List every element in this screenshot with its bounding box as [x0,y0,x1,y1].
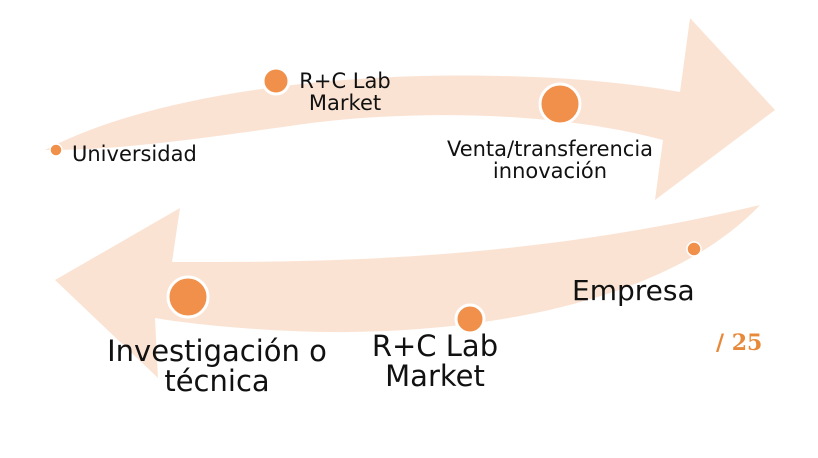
universidad-marker [49,143,63,157]
venta-marker [538,82,582,126]
rc-lab-top-marker [261,66,291,96]
universidad-label: Universidad [72,143,197,165]
empresa-label-line: Empresa [572,274,695,307]
investigacion-marker [166,275,210,319]
venta-label-line-1: Venta/transferencia [446,137,654,161]
rc-lab-bottom-label-line-1: R+C Lab [371,329,499,363]
rc-lab-top-label-line-2: Market [308,91,382,116]
investigacion-label-line-1: Investigación o [107,334,327,368]
rc-lab-bottom-label: R+C Lab Market [340,331,530,392]
venta-label: Venta/transferencia innovación [430,138,670,182]
bottom-arrow [55,205,760,378]
top-arrow [45,18,775,200]
empresa-label: Empresa [572,274,695,307]
investigacion-label: Investigación o técnica [92,336,342,397]
page-number: / 25 [716,330,763,356]
empresa-marker [686,241,702,257]
universidad-label-line: Universidad [72,142,197,166]
rc-lab-bottom-label-line-2: Market [385,359,485,394]
node-markers [49,66,702,335]
venta-label-line-2: innovación [492,159,608,184]
rc-lab-bottom-marker [454,303,486,335]
rc-lab-top-label-line-1: R+C Lab [299,69,391,93]
rc-lab-top-label: R+C Lab Market [285,70,405,114]
investigacion-label-line-2: técnica [164,364,270,399]
